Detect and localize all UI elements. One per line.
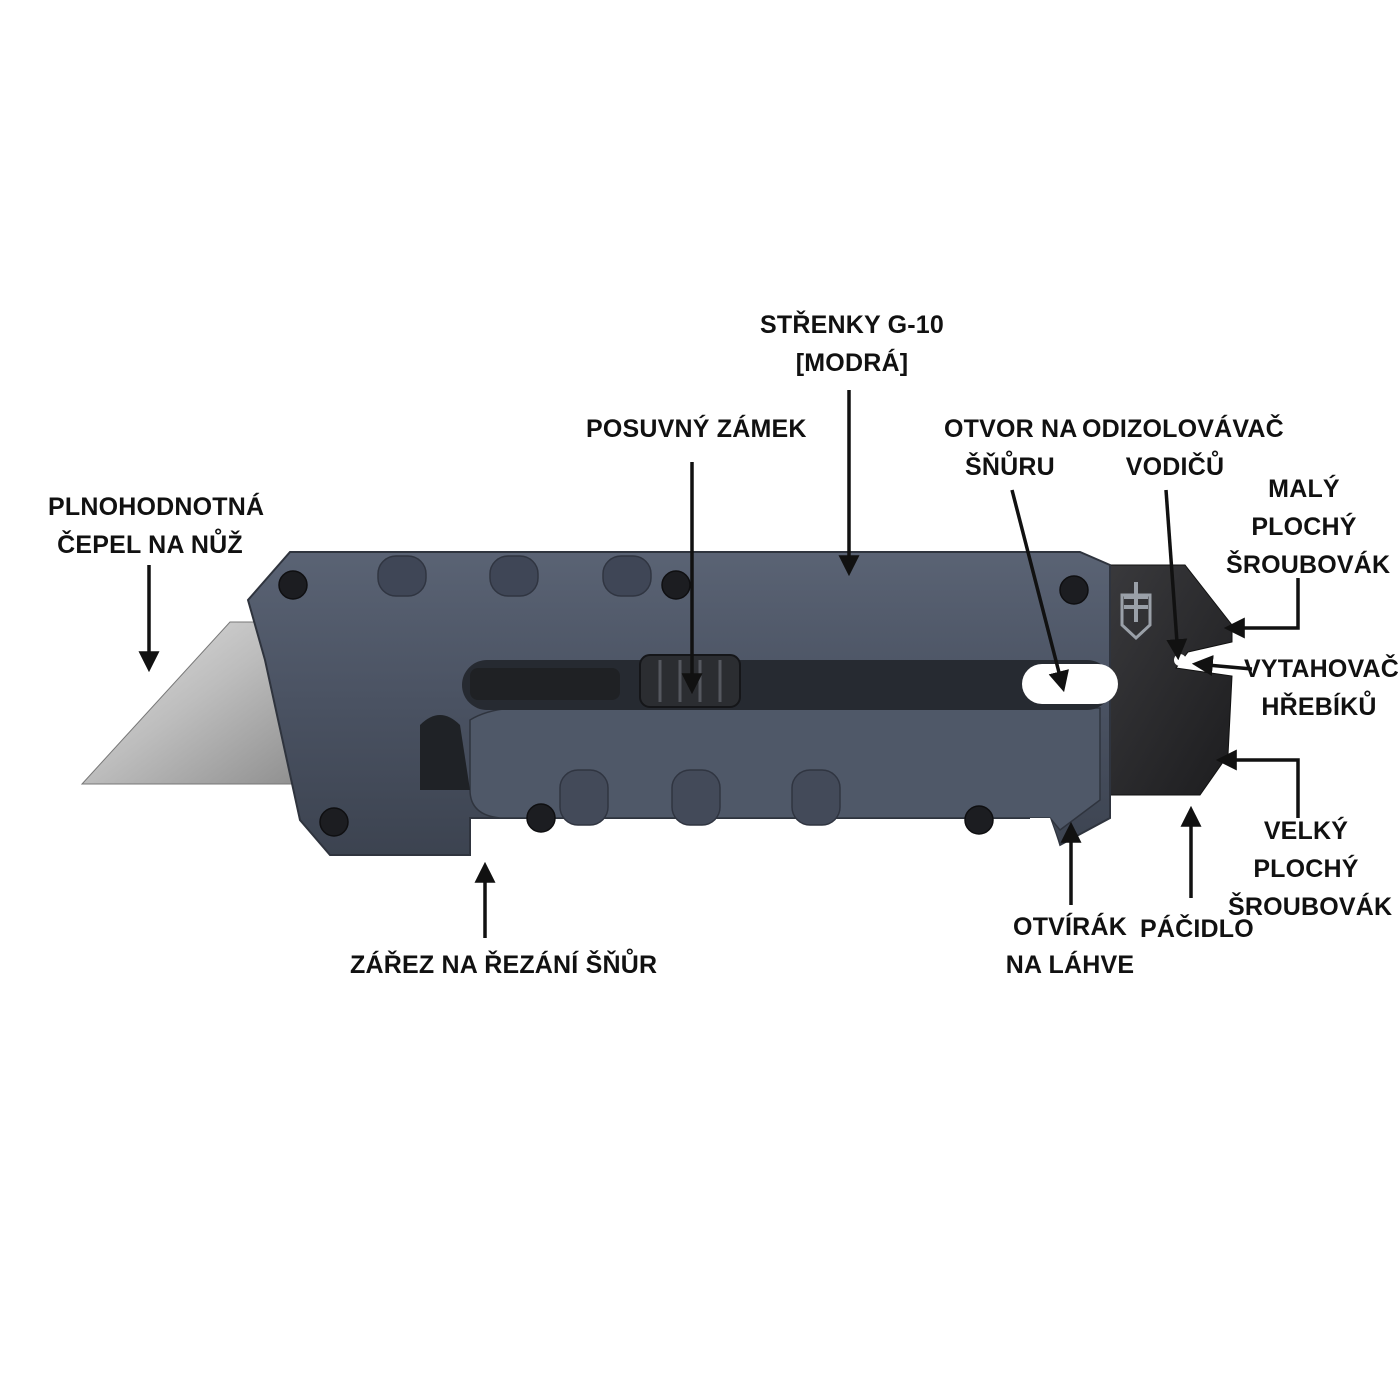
label-large-driver: VELKÝ PLOCHÝ ŠROUBOVÁK	[1228, 817, 1393, 921]
steel-tool-head	[1099, 564, 1233, 796]
label-bottle-opener: OTVÍRÁK NA LÁHVE	[1005, 913, 1135, 979]
label-blade: PLNOHODNOTNÁ ČEPEL NA NŮŽ	[48, 493, 265, 559]
slide-lock-button[interactable]	[639, 654, 741, 708]
slide-track	[462, 660, 1112, 710]
top-grip-grooves	[377, 555, 652, 597]
callout-arrows	[138, 390, 1300, 938]
screw-head	[964, 805, 994, 835]
label-nail-puller: VYTAHOVAČ HŘEBÍKŮ	[1244, 655, 1400, 721]
label-lanyard-hole: OTVOR NA ŠŇŮRU	[944, 415, 1078, 481]
label-cord-notch: ZÁŘEZ NA ŘEZÁNÍ ŠŇŮR	[350, 951, 658, 979]
arrow-small-driver	[1223, 578, 1300, 639]
label-slide-lock: POSUVNÝ ZÁMEK	[586, 415, 807, 443]
bottle-opener-cutout	[1030, 818, 1060, 848]
arrow-lanyard-hole	[1010, 489, 1069, 693]
screws	[278, 570, 1089, 837]
label-pry-bar: PÁČIDLO	[1140, 915, 1254, 943]
label-wire-stripper: ODIZOLOVÁVAČ VODIČŮ	[1082, 415, 1284, 481]
screw-head	[278, 570, 308, 600]
arrow-wire-stripper	[1164, 489, 1188, 661]
lanyard-hole	[1022, 664, 1118, 704]
screw-head	[526, 803, 556, 833]
gerber-logo-icon	[1120, 582, 1152, 641]
wire-stripper-notch	[1174, 654, 1186, 666]
screw-head	[1059, 575, 1089, 605]
screw-head	[661, 570, 691, 600]
arrow-nail-puller	[1191, 655, 1253, 676]
cord-cutting-notch	[420, 715, 470, 790]
arrow-large-driver	[1215, 749, 1300, 818]
screw-head	[319, 807, 349, 837]
bottom-grip-grooves	[559, 769, 841, 826]
blade-carrier	[470, 668, 620, 700]
label-scales: STŘENKY G-10 [MODRÁ]	[760, 311, 944, 377]
label-small-driver: MALÝ PLOCHÝ ŠROUBOVÁK	[1226, 475, 1391, 579]
lower-scale	[469, 707, 1101, 832]
